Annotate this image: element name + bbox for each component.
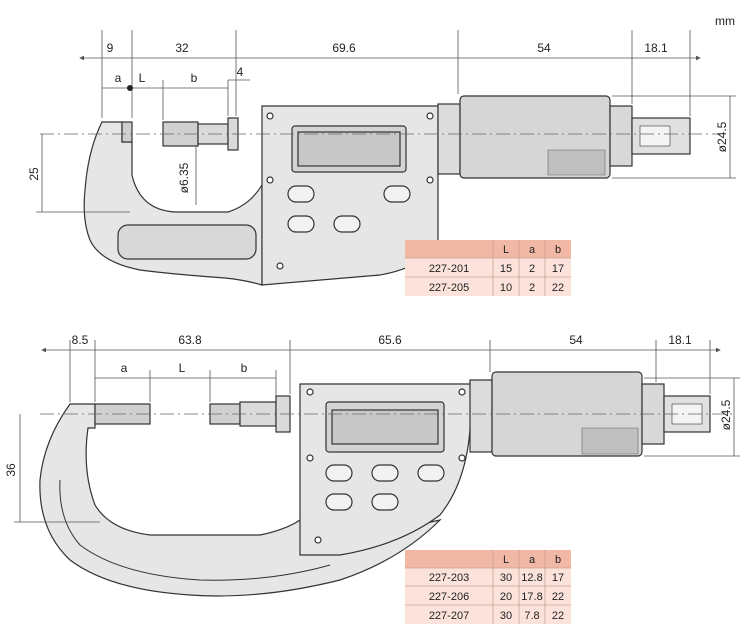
bottom-table-header: a — [529, 554, 536, 566]
bottom-micrometer — [39, 371, 711, 597]
unit-label: mm — [715, 14, 735, 28]
bottom-dim-54: 54 — [569, 333, 583, 347]
bottom-table-cell: 227-206 — [429, 591, 469, 603]
top-dim-4: 4 — [237, 65, 244, 79]
bottom-table-cell: 17.8 — [521, 591, 542, 603]
top-button — [383, 185, 411, 203]
bottom-table-cell: 227-203 — [429, 572, 469, 584]
bottom-table-cell: 30 — [500, 572, 512, 584]
top-dim-L: L — [139, 71, 146, 85]
top-table-cell: 10 — [500, 282, 512, 294]
bottom-sleeve — [469, 379, 493, 453]
top-dim-25: 25 — [27, 167, 41, 181]
dim-dot-icon — [127, 85, 133, 91]
bottom-table-cell: 12.8 — [521, 572, 542, 584]
screw-icon — [458, 454, 466, 462]
bottom-dim-8-5: 8.5 — [72, 333, 89, 347]
top-table-cell: 227-201 — [429, 263, 469, 275]
screw-icon — [426, 112, 434, 120]
bottom-table-cell: 22 — [552, 591, 564, 603]
bottom-table-cell: 20 — [500, 591, 512, 603]
top-dim-18-1: 18.1 — [644, 41, 668, 55]
screw-icon — [266, 112, 274, 120]
top-table-cell: 15 — [500, 263, 512, 275]
bottom-dim-thimble: ø24.5 — [719, 399, 733, 430]
top-table-cell: 2 — [529, 263, 535, 275]
bottom-table-cell: 22 — [552, 610, 564, 622]
top-dimensions — [36, 30, 736, 213]
bottom-table-cell: 17 — [552, 572, 564, 584]
top-dim-spindle: ø6.35 — [177, 162, 191, 193]
top-dim-9: 9 — [107, 41, 114, 55]
top-table-cell: 2 — [529, 282, 535, 294]
bottom-table-cell: 30 — [500, 610, 512, 622]
screw-icon — [306, 454, 314, 462]
top-table-cell: 22 — [552, 282, 564, 294]
top-frame-window — [117, 224, 257, 260]
top-table-header: a — [529, 244, 536, 256]
top-dim-thimble: ø24.5 — [715, 121, 729, 152]
bottom-dim-a: a — [121, 361, 128, 375]
bottom-button — [325, 493, 353, 511]
bottom-dim-L: L — [179, 361, 186, 375]
top-table-cell: 227-205 — [429, 282, 469, 294]
top-button — [287, 185, 315, 203]
bottom-table-cell: 7.8 — [524, 610, 539, 622]
bottom-dim-65-6: 65.6 — [378, 333, 402, 347]
bottom-table-header: b — [555, 554, 561, 566]
top-table-header: b — [555, 244, 561, 256]
top-dim-54: 54 — [537, 41, 551, 55]
bottom-dim-b: b — [241, 361, 248, 375]
bottom-table-cell: 227-207 — [429, 610, 469, 622]
bottom-button — [371, 464, 399, 482]
top-micrometer — [83, 95, 691, 286]
top-dim-b: b — [191, 71, 198, 85]
bottom-dimensions — [14, 340, 740, 523]
top-dim-32: 32 — [175, 41, 189, 55]
top-table-header: L — [503, 244, 509, 256]
screw-icon — [314, 536, 322, 544]
bottom-button — [417, 464, 445, 482]
bottom-dim-18-1: 18.1 — [668, 333, 692, 347]
screw-icon — [426, 176, 434, 184]
top-button — [287, 215, 315, 233]
top-table-cell: 17 — [552, 263, 564, 275]
top-button — [333, 215, 361, 233]
top-table: L a b 227-201 15 2 17 227-205 10 2 22 — [405, 240, 571, 296]
bottom-frame-groove — [59, 479, 331, 581]
screw-icon — [276, 262, 284, 270]
screw-icon — [266, 176, 274, 184]
bottom-button — [325, 464, 353, 482]
bottom-button — [371, 493, 399, 511]
top-sleeve — [437, 103, 461, 175]
screw-icon — [458, 388, 466, 396]
top-anvil — [121, 121, 133, 143]
bottom-table-header: L — [503, 554, 509, 566]
screw-icon — [306, 388, 314, 396]
bottom-dim-63-8: 63.8 — [178, 333, 202, 347]
bottom-table: L a b 227-203 30 12.8 17 227-206 20 17.8… — [405, 550, 571, 624]
top-dim-a: a — [115, 71, 122, 85]
top-dim-69-6: 69.6 — [332, 41, 356, 55]
bottom-dim-36: 36 — [4, 463, 18, 477]
